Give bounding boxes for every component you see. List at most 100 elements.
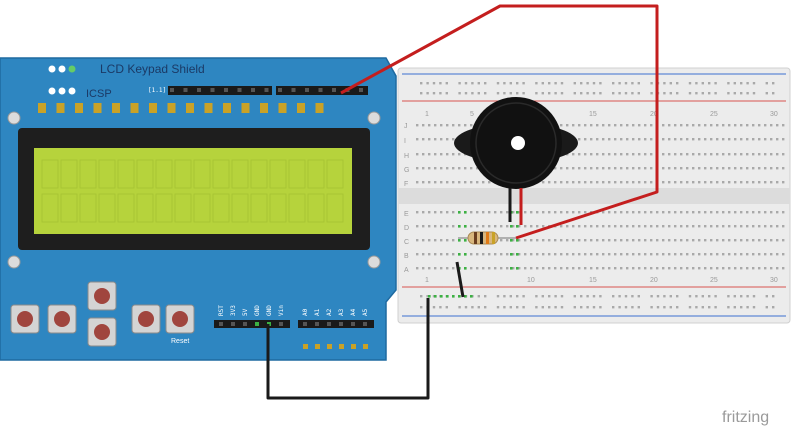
breadboard-hole	[716, 138, 719, 141]
rail-hole	[522, 92, 525, 95]
breadboard-hole	[428, 253, 431, 256]
breadboard-hole	[770, 138, 773, 141]
breadboard-hole	[626, 153, 629, 156]
breadboard-hole	[734, 225, 737, 228]
rail-hole	[496, 306, 500, 309]
rail-hole	[432, 306, 436, 309]
breadboard-hole	[452, 267, 455, 270]
breadboard-hole	[662, 225, 665, 228]
breadboard-hole	[434, 211, 437, 214]
breadboard-hole	[758, 225, 761, 228]
header-pin	[315, 322, 319, 326]
header-pin	[332, 88, 336, 92]
rail-hole	[676, 92, 679, 95]
rail-hole	[631, 92, 634, 95]
header-pin	[183, 88, 188, 92]
lcd-cell	[288, 193, 306, 223]
rail-hole	[765, 295, 768, 298]
pad-icon	[58, 87, 66, 95]
breadboard-hole	[710, 167, 713, 170]
breadboard-hole	[590, 181, 593, 184]
rail-hole	[599, 82, 602, 85]
rail-hole	[439, 306, 442, 309]
breadboard-hole	[674, 181, 677, 184]
solder-pad	[315, 344, 320, 349]
breadboard-hole	[458, 153, 461, 156]
breadboard-hole	[446, 124, 449, 127]
breadboard-hole	[440, 211, 443, 214]
breadboard-hole	[698, 253, 701, 256]
breadboard-hole	[770, 181, 773, 184]
connected-rail-hole	[446, 295, 449, 298]
digital-pins	[170, 88, 363, 92]
rail-hole	[695, 92, 698, 95]
breadboard-hole	[692, 181, 695, 184]
breadboard-hole	[728, 124, 731, 127]
breadboard-hole	[602, 267, 605, 270]
connected-hole	[464, 211, 467, 214]
lcd-cell	[60, 159, 78, 189]
rail-hole	[624, 306, 628, 309]
breadboard-hole	[548, 267, 551, 270]
breadboard-hole	[452, 138, 455, 141]
breadboard-hole	[746, 138, 749, 141]
breadboard-hole	[602, 239, 605, 242]
breadboard-hole	[584, 181, 587, 184]
rail-hole	[612, 306, 615, 309]
breadboard-hole	[782, 167, 785, 170]
breadboard-hole	[446, 138, 449, 141]
breadboard-hole	[530, 253, 533, 256]
connected-hole	[510, 253, 513, 256]
breadboard-hole	[452, 124, 455, 127]
breadboard-hole	[458, 167, 461, 170]
breadboard-hole	[704, 167, 707, 170]
breadboard-hole	[536, 239, 539, 242]
breadboard-hole	[620, 239, 623, 242]
breadboard-hole	[734, 138, 737, 141]
connected-rail-hole	[434, 295, 437, 298]
breadboard-hole	[596, 253, 599, 256]
breadboard-hole	[518, 267, 521, 270]
breadboard-hole	[422, 267, 425, 270]
header-pin	[210, 88, 215, 92]
breadboard-hole	[698, 225, 701, 228]
breadboard-hole	[524, 211, 527, 214]
solder-pad	[363, 344, 368, 349]
breadboard-hole	[644, 253, 647, 256]
breadboard-hole	[422, 211, 425, 214]
breadboard-hole	[710, 225, 713, 228]
pin-label-3v3: 3V3	[230, 305, 237, 316]
rail-hole	[458, 82, 461, 85]
breadboard-hole	[692, 153, 695, 156]
rail-hole	[464, 82, 468, 85]
breadboard-hole	[740, 138, 743, 141]
connector-pad	[38, 103, 46, 113]
rail-hole	[688, 295, 692, 298]
header-marker: [1.1]	[148, 87, 166, 94]
breadboard-hole	[710, 239, 713, 242]
lower-header-pads	[303, 344, 368, 349]
button-cap-icon	[54, 311, 70, 327]
rail-hole	[663, 295, 666, 298]
breadboard-hole	[668, 167, 671, 170]
breadboard-hole	[572, 181, 575, 184]
breadboard-hole	[662, 167, 665, 170]
breadboard-hole	[518, 253, 521, 256]
breadboard-hole	[746, 211, 749, 214]
breadboard-hole	[572, 239, 575, 242]
breadboard-hole	[734, 211, 737, 214]
breadboard-hole	[782, 253, 785, 256]
breadboard-hole	[776, 267, 779, 270]
breadboard-hole	[578, 267, 581, 270]
rail-hole	[624, 82, 628, 85]
analog-pins	[303, 322, 367, 326]
breadboard-hole	[560, 267, 563, 270]
breadboard-hole	[446, 253, 449, 256]
rail-hole	[676, 295, 679, 298]
lcd-cell	[269, 193, 287, 223]
rail-hole	[599, 306, 602, 309]
breadboard-hole	[428, 138, 431, 141]
connected-hole	[510, 267, 513, 270]
rail-hole	[733, 306, 736, 309]
rail-hole	[432, 92, 436, 95]
